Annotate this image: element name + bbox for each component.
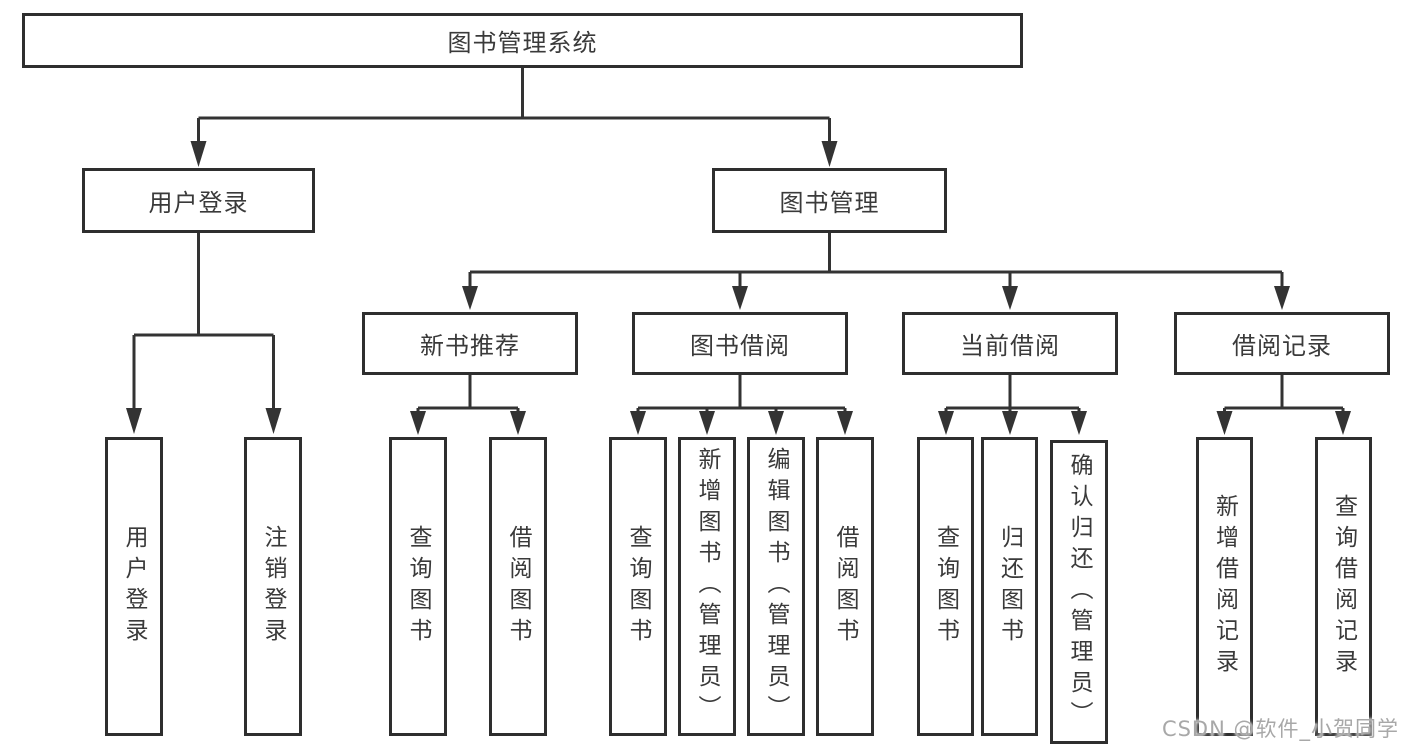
node-new-book-recommend: 新书推荐 [362,312,578,375]
leaf-query-books-borrow-label: 查询图书 [625,524,651,649]
node-borrow-records-label: 借阅记录 [1232,332,1332,360]
leaf-confirm-return-admin: 确认归还（管理员） [1050,440,1108,744]
node-book-borrow-label: 图书借阅 [690,332,790,360]
leaf-edit-books-admin-label: 编辑图书（管理员） [763,447,789,726]
node-book-borrow: 图书借阅 [632,312,848,375]
leaf-query-books-recommend: 查询图书 [389,437,447,736]
leaf-add-borrow-record: 新增借阅记录 [1196,437,1253,736]
node-user-login: 用户登录 [82,168,315,233]
leaf-borrow-books: 借阅图书 [816,437,874,736]
leaf-confirm-return-admin-label: 确认归还（管理员） [1066,452,1092,732]
leaf-query-borrow-record-label: 查询借阅记录 [1330,493,1357,680]
leaf-borrow-books-recommend: 借阅图书 [489,437,547,736]
node-current-borrow-label: 当前借阅 [960,332,1060,360]
leaf-user-login-label: 用户登录 [121,524,147,649]
leaf-return-books: 归还图书 [981,437,1038,736]
node-user-login-label: 用户登录 [148,189,249,217]
leaf-query-books-recommend-label: 查询图书 [405,524,431,649]
leaf-borrow-books-label: 借阅图书 [832,524,858,649]
leaf-query-books-current: 查询图书 [917,437,974,736]
leaf-add-books-admin-label: 新增图书（管理员） [694,447,720,726]
leaf-user-login: 用户登录 [105,437,163,736]
leaf-logout-login: 注销登录 [244,437,302,736]
node-borrow-records: 借阅记录 [1174,312,1390,375]
node-current-borrow: 当前借阅 [902,312,1118,375]
node-book-management: 图书管理 [712,168,947,233]
leaf-return-books-label: 归还图书 [996,524,1023,649]
node-root-label: 图书管理系统 [447,29,598,57]
leaf-borrow-books-recommend-label: 借阅图书 [505,524,531,649]
node-new-book-recommend-label: 新书推荐 [420,332,520,360]
leaf-query-borrow-record: 查询借阅记录 [1315,437,1372,736]
leaf-edit-books-admin: 编辑图书（管理员） [747,437,805,736]
leaf-add-books-admin: 新增图书（管理员） [678,437,736,736]
csdn-watermark: CSDN @软件_小贺同学 [1161,717,1399,741]
node-book-management-label: 图书管理 [779,189,880,217]
leaf-query-books-current-label: 查询图书 [932,524,959,649]
leaf-query-books-borrow: 查询图书 [609,437,667,736]
leaf-add-borrow-record-label: 新增借阅记录 [1211,493,1238,680]
node-root: 图书管理系统 [22,13,1023,68]
leaf-logout-login-label: 注销登录 [260,524,286,649]
